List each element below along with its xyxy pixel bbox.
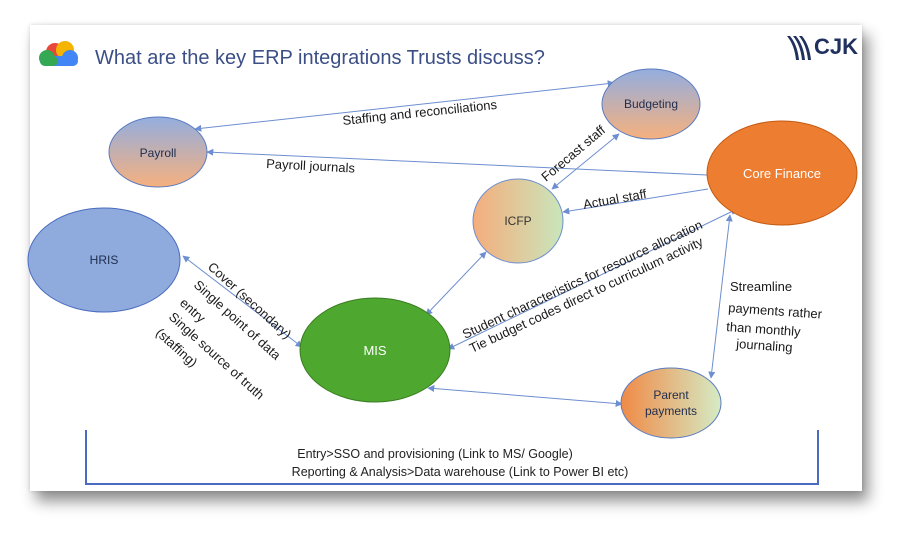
- label-streamline-3: than monthly: [726, 319, 802, 339]
- label-streamline-4: journaling: [735, 336, 793, 355]
- cjk-logo-icon: [787, 36, 811, 60]
- arrow-mis-parent: [427, 385, 623, 407]
- arrow-corefinance-parent: [708, 214, 733, 379]
- node-budgeting-label: Budgeting: [624, 97, 678, 111]
- node-mis: MIS: [299, 297, 451, 403]
- node-parent-payments-label-2: payments: [645, 404, 697, 418]
- label-streamline-1: Streamline: [730, 279, 792, 294]
- arrow-corefinance-payroll: [206, 148, 708, 176]
- arrow-corefinance-mis: [447, 208, 738, 350]
- arrow-corefinance-icfp: [562, 188, 709, 215]
- arrow-budgeting-icfp: [551, 133, 620, 190]
- node-hris: HRIS: [27, 207, 181, 313]
- label-streamline-2: payments rather: [728, 300, 823, 322]
- node-budgeting: Budgeting: [601, 68, 701, 140]
- node-payroll: Payroll: [108, 116, 208, 188]
- footer-bracket: [85, 430, 819, 485]
- label-forecast-staff: Forecast staff: [538, 122, 608, 184]
- cloud-logo-icon: [39, 41, 78, 66]
- arrow-icfp-mis: [425, 251, 487, 316]
- node-icfp: ICFP: [472, 178, 564, 264]
- arrow-hris-mis: [182, 255, 303, 348]
- node-hris-label: HRIS: [90, 253, 119, 267]
- node-mis-label: MIS: [363, 343, 386, 358]
- label-staffing: Staffing and reconciliations: [342, 97, 498, 128]
- label-actual-staff: Actual staff: [582, 186, 648, 212]
- node-core-finance: Core Finance: [706, 120, 858, 226]
- arrow-budgeting-payroll: [194, 80, 615, 132]
- slide-title: What are the key ERP integrations Trusts…: [95, 47, 545, 69]
- footer-line-2: Reporting & Analysis>Data warehouse (Lin…: [292, 465, 629, 479]
- node-parent-payments: Parent payments: [620, 367, 722, 439]
- node-icfp-label: ICFP: [504, 214, 531, 228]
- label-payroll-journals: Payroll journals: [266, 156, 356, 176]
- node-core-finance-label: Core Finance: [743, 166, 821, 181]
- cjk-logo-text: CJK: [814, 34, 859, 59]
- footer-line-1: Entry>SSO and provisioning (Link to MS/ …: [297, 447, 572, 461]
- node-parent-payments-label-1: Parent: [653, 388, 689, 402]
- node-payroll-label: Payroll: [140, 146, 177, 160]
